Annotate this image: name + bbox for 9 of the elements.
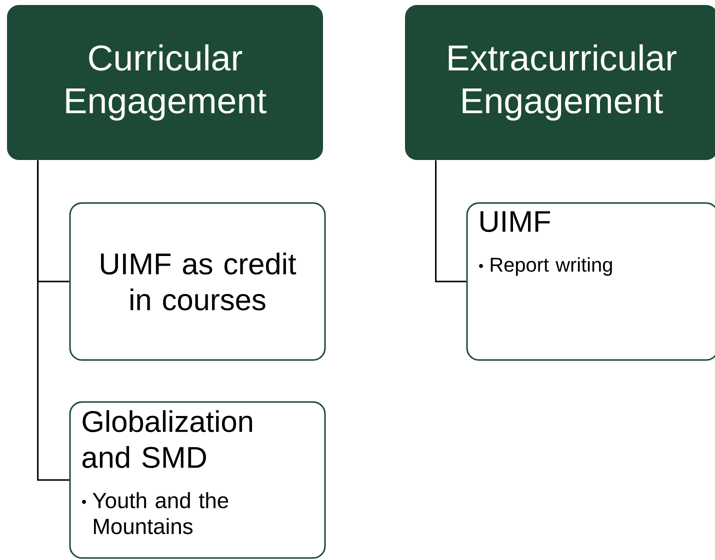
- bullet-item: Report writing: [479, 257, 612, 276]
- title-box: Extracurricular Engagement: [405, 5, 715, 160]
- connector-line: [435, 160, 466, 282]
- box-heading: Globalization and SMD: [82, 410, 252, 468]
- connector-line: [37, 160, 70, 481]
- bullet-item: Youth and the Mountains: [82, 492, 228, 534]
- box-heading: UIMF: [480, 211, 550, 232]
- title-box: Curricular Engagement: [7, 5, 323, 160]
- topic-box: UIMF as credit in courses: [69, 202, 326, 361]
